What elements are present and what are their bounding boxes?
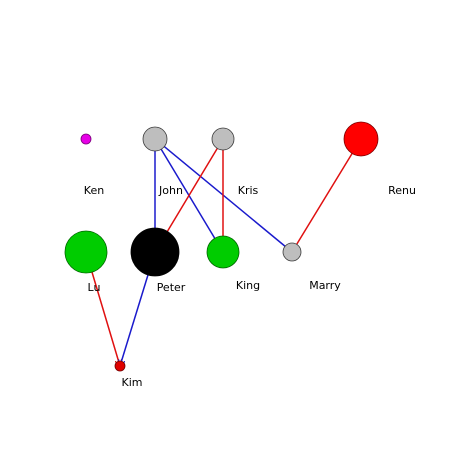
node-john bbox=[142, 126, 168, 152]
node-label-john: John bbox=[158, 184, 183, 197]
node-peter bbox=[130, 227, 180, 277]
node-label-ken: Ken bbox=[84, 184, 104, 197]
node-marry bbox=[282, 242, 302, 262]
edges-layer bbox=[91, 146, 353, 366]
node-label-kris: Kris bbox=[238, 184, 259, 197]
node-label-renu: Renu bbox=[388, 184, 416, 197]
edge-peter-to-kim bbox=[120, 274, 149, 366]
node-kim bbox=[114, 360, 126, 372]
edge-john-to-marry bbox=[163, 146, 292, 252]
node-label-marry: Marry bbox=[309, 279, 341, 292]
node-lu bbox=[64, 230, 108, 274]
edge-lu-to-kim bbox=[91, 271, 120, 366]
node-label-kim: Kim bbox=[122, 376, 143, 389]
node-renu bbox=[343, 121, 379, 157]
node-label-lu: Lu bbox=[88, 281, 101, 294]
node-king bbox=[206, 235, 240, 269]
node-label-peter: Peter bbox=[157, 281, 186, 294]
edge-john-to-king bbox=[160, 148, 223, 252]
node-label-king: King bbox=[236, 279, 260, 292]
node-kris bbox=[211, 127, 235, 151]
nodes-layer bbox=[64, 121, 379, 372]
edge-renu-to-marry bbox=[292, 153, 353, 253]
node-ken bbox=[80, 133, 92, 145]
